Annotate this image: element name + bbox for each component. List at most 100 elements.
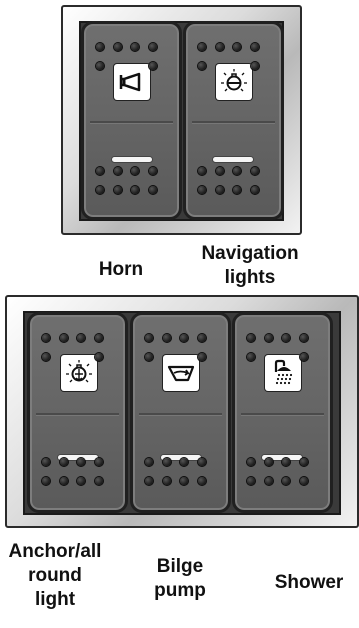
anchor-light-icon <box>61 355 97 391</box>
rivet-dot <box>60 458 68 466</box>
anchor-label-line1: Anchor/all <box>8 541 102 562</box>
horn-icon <box>114 64 150 100</box>
horn-label: Horn <box>81 258 161 282</box>
rivet-dot <box>149 43 157 51</box>
rivet-dot <box>149 186 157 194</box>
rivet-dot <box>233 167 241 175</box>
rivet-dot <box>216 43 224 51</box>
rivet-dot <box>282 477 290 485</box>
rivet-dot <box>149 167 157 175</box>
rivet-dot <box>96 43 104 51</box>
rivet-dot <box>77 458 85 466</box>
rivet-dot <box>265 458 273 466</box>
rivet-dot <box>95 353 103 361</box>
rivet-dot <box>95 458 103 466</box>
bilge-label-line2: pump <box>154 580 206 601</box>
rivet-dot <box>163 334 171 342</box>
bilge-pump-icon <box>163 355 199 391</box>
rivet-dot <box>300 477 308 485</box>
rivet-dot <box>114 186 122 194</box>
rivet-dot <box>149 62 157 70</box>
rivet-dot <box>131 186 139 194</box>
rivet-dot <box>233 43 241 51</box>
shower-label-text: Shower <box>274 572 344 593</box>
rivet-dot <box>114 43 122 51</box>
anchor-label-line3: light <box>34 589 76 610</box>
horn-switch[interactable] <box>81 21 182 220</box>
rivet-dot <box>251 43 259 51</box>
rivet-dot <box>300 334 308 342</box>
rivet-dot <box>216 167 224 175</box>
rivet-dot <box>300 353 308 361</box>
rivet-dot <box>282 334 290 342</box>
switch-divider <box>241 412 324 416</box>
indicator-bar <box>213 157 253 162</box>
rivet-dot <box>77 334 85 342</box>
switch-divider <box>36 412 119 416</box>
rivet-dot <box>198 353 206 361</box>
rivet-dot <box>95 334 103 342</box>
rivet-dot <box>60 334 68 342</box>
anchor-light-label: Anchor/all round light <box>0 540 110 612</box>
shower-label: Shower <box>264 571 354 595</box>
rivet-dot <box>180 477 188 485</box>
rivet-dot <box>145 458 153 466</box>
rivet-dot <box>180 458 188 466</box>
rivet-dot <box>42 353 50 361</box>
rivet-dot <box>42 458 50 466</box>
bilge-label-line1: Bilge <box>156 556 204 577</box>
rivet-dot <box>247 458 255 466</box>
rivet-dot <box>247 477 255 485</box>
rivet-dot <box>216 186 224 194</box>
rivet-dot <box>198 334 206 342</box>
indicator-bar <box>112 157 152 162</box>
rivet-dot <box>95 477 103 485</box>
horn-label-text: Horn <box>98 259 144 280</box>
rivet-dot <box>163 458 171 466</box>
rivet-dot <box>251 167 259 175</box>
rivet-dot <box>198 167 206 175</box>
rivet-dot <box>198 458 206 466</box>
anchor-label-line2: round <box>28 565 82 586</box>
indicator-bar <box>161 455 201 460</box>
switch-divider <box>139 412 222 416</box>
rivet-dot <box>96 167 104 175</box>
rivet-dot <box>42 477 50 485</box>
rivet-dot <box>198 477 206 485</box>
rivet-dot <box>198 43 206 51</box>
switch-divider <box>90 120 173 124</box>
rivet-dot <box>282 458 290 466</box>
rivet-dot <box>96 186 104 194</box>
rivet-dot <box>247 353 255 361</box>
indicator-bar <box>58 455 98 460</box>
rivet-dot <box>233 186 241 194</box>
rivet-dot <box>265 477 273 485</box>
rivet-dot <box>247 334 255 342</box>
navigation-label-line2: lights <box>224 267 276 288</box>
bilge-pump-label: Bilge pump <box>145 555 215 603</box>
rivet-dot <box>163 477 171 485</box>
rivet-dot <box>131 43 139 51</box>
rivet-dot <box>251 186 259 194</box>
shower-icon <box>265 355 301 391</box>
navigation-light-icon <box>216 64 252 100</box>
rivet-dot <box>145 477 153 485</box>
rivet-dot <box>42 334 50 342</box>
indicator-bar <box>262 455 302 460</box>
switch-divider <box>192 120 275 124</box>
rivet-dot <box>180 334 188 342</box>
navigation-label-line1: Navigation <box>201 243 299 264</box>
rivet-dot <box>198 62 206 70</box>
navigation-lights-label: Navigation lights <box>186 242 314 290</box>
rivet-dot <box>300 458 308 466</box>
rivet-dot <box>198 186 206 194</box>
rivet-dot <box>265 334 273 342</box>
rivet-dot <box>96 62 104 70</box>
rivet-dot <box>60 477 68 485</box>
rivet-dot <box>251 62 259 70</box>
rivet-dot <box>131 167 139 175</box>
rivet-dot <box>145 334 153 342</box>
rivet-dot <box>145 353 153 361</box>
rivet-dot <box>114 167 122 175</box>
rivet-dot <box>77 477 85 485</box>
